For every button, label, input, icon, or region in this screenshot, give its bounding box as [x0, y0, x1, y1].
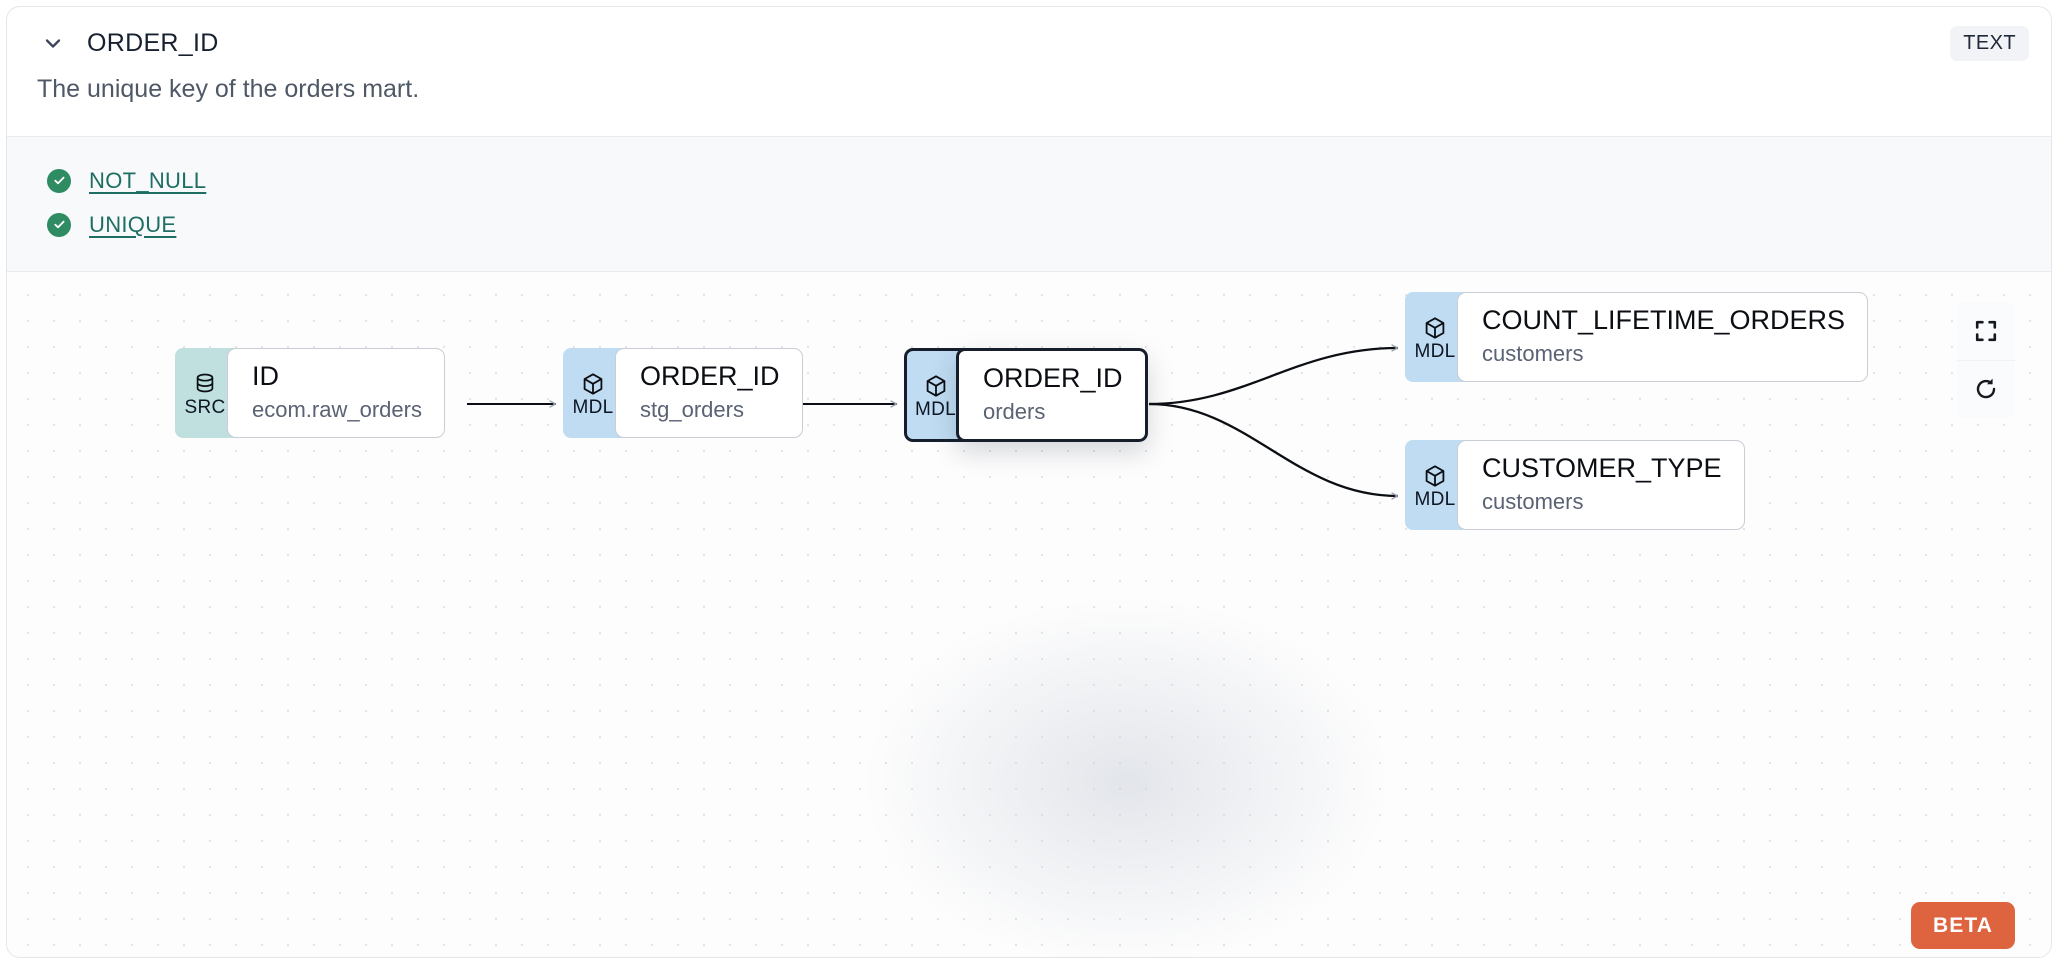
- cube-icon: [1425, 465, 1445, 487]
- edge-orders-count: [1148, 343, 1399, 405]
- node-column-name: CUSTOMER_TYPE: [1482, 452, 1722, 483]
- node-body: COUNT_LIFETIME_ORDERS customers: [1457, 291, 1869, 382]
- badge-label: SRC: [184, 396, 226, 418]
- check-circle-icon: [47, 168, 71, 193]
- node-type-badge-mdl: MDL: [1405, 291, 1465, 382]
- badge-label: MDL: [572, 396, 614, 418]
- node-column-name: ORDER_ID: [640, 360, 780, 391]
- data-type-badge: TEXT: [1950, 25, 2029, 61]
- lineage-node-orders-selected[interactable]: MDL ORDER_ID orders: [904, 347, 1148, 442]
- canvas-glow: [827, 571, 1427, 957]
- column-detail-panel: ORDER_ID TEXT The unique key of the orde…: [6, 6, 2052, 958]
- list-item: NOT_NULL: [47, 159, 2021, 203]
- test-link-not-null[interactable]: NOT_NULL: [89, 167, 207, 193]
- panel-header: ORDER_ID TEXT: [7, 7, 2051, 79]
- node-column-name: ORDER_ID: [983, 362, 1123, 393]
- test-link-unique[interactable]: UNIQUE: [89, 211, 177, 237]
- node-type-badge-mdl: MDL: [1405, 439, 1465, 530]
- node-parent-name: stg_orders: [640, 396, 744, 422]
- node-parent-name: ecom.raw_orders: [252, 396, 422, 422]
- page-title: ORDER_ID: [87, 28, 219, 57]
- edge-orders-custtype: [1148, 402, 1399, 500]
- beta-badge[interactable]: BETA: [1910, 901, 2015, 949]
- lineage-node-src-id[interactable]: SRC ID ecom.raw_orders: [175, 347, 445, 438]
- check-circle-icon: [47, 212, 71, 237]
- badge-label: MDL: [1414, 340, 1456, 362]
- cube-icon: [1425, 317, 1445, 339]
- cube-icon: [583, 373, 603, 395]
- badge-label: MDL: [914, 398, 956, 420]
- lineage-node-stg-orders[interactable]: MDL ORDER_ID stg_orders: [563, 347, 803, 438]
- tests-section: NOT_NULL UNIQUE: [7, 135, 2051, 272]
- node-type-badge-src: SRC: [175, 347, 235, 438]
- column-description: The unique key of the orders mart.: [37, 75, 420, 103]
- node-parent-name: customers: [1482, 488, 1584, 514]
- node-body: ORDER_ID orders: [956, 347, 1148, 442]
- refresh-icon: [1974, 377, 1998, 401]
- node-type-badge-mdl: MDL: [563, 347, 623, 438]
- lineage-node-count-lifetime-orders[interactable]: MDL COUNT_LIFETIME_ORDERS customers: [1405, 291, 1869, 382]
- badge-label: MDL: [1414, 488, 1456, 510]
- node-body: ID ecom.raw_orders: [227, 347, 445, 438]
- fit-view-button[interactable]: [1957, 301, 2015, 360]
- node-type-badge-mdl: MDL: [904, 347, 964, 442]
- list-item: UNIQUE: [47, 203, 2021, 247]
- reload-button[interactable]: [1957, 359, 2015, 418]
- node-body: CUSTOMER_TYPE customers: [1457, 439, 1745, 530]
- chevron-down-icon[interactable]: [37, 27, 69, 59]
- lineage-node-customer-type[interactable]: MDL CUSTOMER_TYPE customers: [1405, 439, 1745, 530]
- fullscreen-icon: [1974, 319, 1998, 343]
- canvas-controls: [1957, 301, 2015, 418]
- node-parent-name: orders: [983, 398, 1046, 424]
- node-body: ORDER_ID stg_orders: [615, 347, 803, 438]
- cube-icon: [926, 375, 945, 397]
- node-column-name: ID: [252, 360, 279, 391]
- node-column-name: COUNT_LIFETIME_ORDERS: [1482, 304, 1846, 335]
- database-icon: [196, 373, 214, 393]
- node-parent-name: customers: [1482, 340, 1584, 366]
- lineage-canvas[interactable]: SRC ID ecom.raw_orders MDL ORDER_ID stg_…: [7, 271, 2051, 957]
